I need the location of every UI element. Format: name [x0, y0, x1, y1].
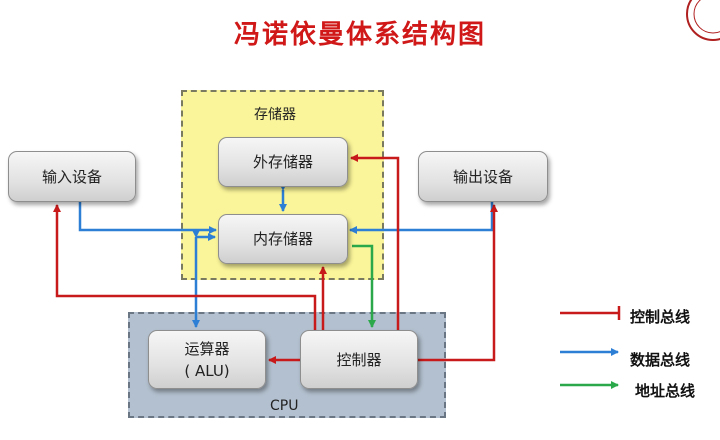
internal-memory-box: 内存储器: [218, 214, 348, 264]
control-bus-lines: [53, 154, 498, 364]
legend-control-bus: 控制总线: [630, 308, 691, 326]
memory-region-label: 存储器: [254, 107, 296, 123]
internal-memory-label: 内存储器: [252, 230, 313, 248]
legend-data-bus: 数据总线: [630, 351, 691, 369]
output-device-label: 输出设备: [452, 167, 513, 186]
legend-lines: [560, 306, 621, 389]
address-bus-memory-controller: [352, 244, 376, 328]
address-bus-lines: [352, 244, 376, 328]
input-device-box: 输入设备: [8, 151, 136, 202]
alu-box: 运算器 ( ALU): [148, 330, 266, 389]
output-device-box: 输出设备: [418, 151, 548, 202]
control-bus-to-output: [418, 204, 498, 362]
cpu-region-label: CPU: [270, 398, 299, 414]
university-logo-icon: [686, 0, 720, 41]
control-bus-to-input: [53, 204, 317, 330]
controller-box: 控制器: [300, 330, 418, 389]
data-bus-input-to-memory: [78, 202, 217, 234]
external-storage-box: 外存储器: [218, 137, 348, 187]
page-title: 冯诺依曼体系结构图: [233, 20, 486, 50]
control-bus-to-external: [350, 154, 400, 330]
alu-abbreviation: ( ALU): [184, 361, 230, 380]
data-bus-memory-to-output: [349, 202, 494, 234]
controller-label: 控制器: [336, 350, 382, 369]
alu-label: 运算器: [184, 339, 230, 358]
external-storage-label: 外存储器: [252, 153, 313, 171]
legend-address-bus: 地址总线: [635, 382, 696, 400]
input-device-label: 输入设备: [41, 167, 102, 186]
